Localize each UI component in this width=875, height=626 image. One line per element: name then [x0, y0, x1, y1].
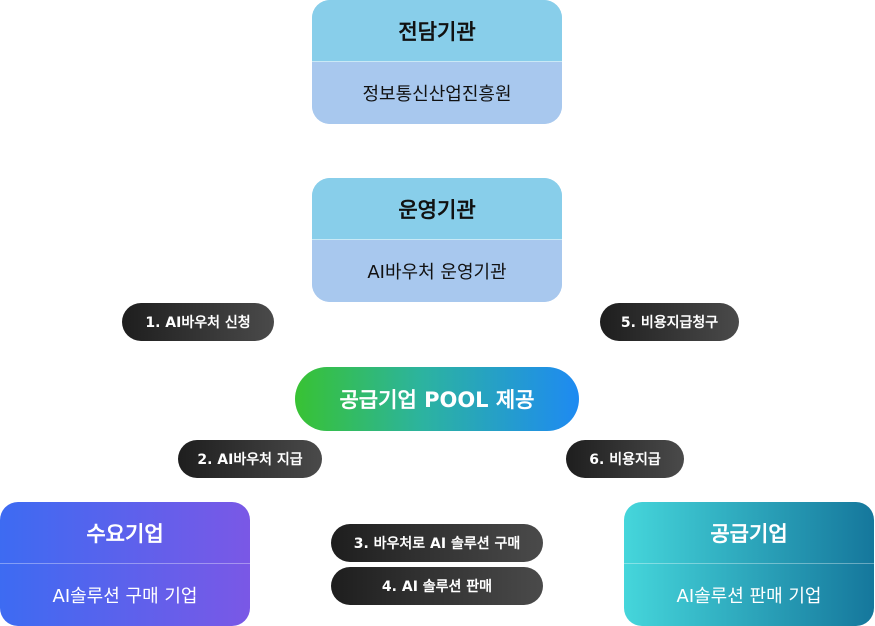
agency-title: 전담기관	[312, 0, 562, 62]
agency-card: 전담기관 정보통신산업진흥원	[312, 0, 562, 124]
operator-subtitle: AI바우처 운영기관	[312, 240, 562, 302]
agency-subtitle: 정보통신산업진흥원	[312, 62, 562, 124]
supply-title: 공급기업	[624, 502, 874, 564]
supply-company-card: 공급기업 AI솔루션 판매 기업	[624, 502, 874, 626]
step-5-pill: 5. 비용지급청구	[600, 303, 739, 341]
step-6-pill: 6. 비용지급	[566, 440, 684, 478]
step-3-pill: 3. 바우처로 AI 솔루션 구매	[331, 524, 543, 562]
step-2-pill: 2. AI바우처 지급	[178, 440, 322, 478]
demand-subtitle: AI솔루션 구매 기업	[52, 586, 198, 607]
demand-company-card: 수요기업 AI솔루션 구매 기업	[0, 502, 250, 626]
step-4-pill: 4. AI 솔루션 판매	[331, 567, 543, 605]
step-1-pill: 1. AI바우처 신청	[122, 303, 274, 341]
operator-title: 운영기관	[312, 178, 562, 240]
supply-subtitle: AI솔루션 판매 기업	[676, 586, 822, 607]
demand-title: 수요기업	[0, 502, 250, 564]
operator-card: 운영기관 AI바우처 운영기관	[312, 178, 562, 302]
supplier-pool-badge: 공급기업 POOL 제공	[295, 367, 579, 431]
